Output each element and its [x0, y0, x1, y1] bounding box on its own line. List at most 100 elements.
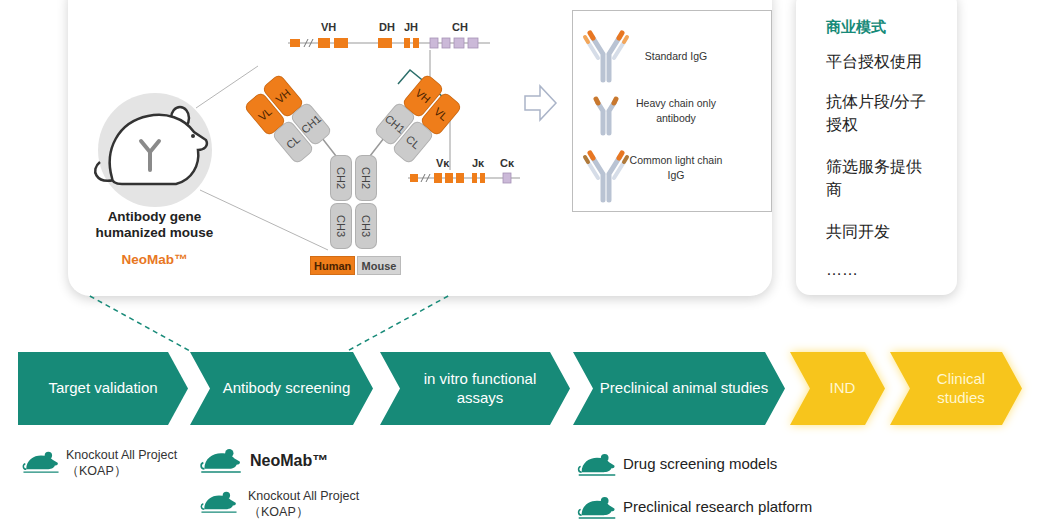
chevron-fill — [380, 352, 570, 425]
gene-segment — [378, 38, 392, 48]
step-label: Target validation — [38, 379, 168, 398]
gene-segment-label: JH — [404, 21, 418, 35]
format-box: Standard IgG Heavy chain only antibodyCom… — [572, 10, 772, 212]
legend-swatch: Human — [310, 256, 355, 275]
gene-segment — [472, 173, 477, 183]
dashed-connector — [90, 296, 192, 352]
gene-segment — [456, 173, 464, 183]
platform-panel: Antibody gene humanized mouseNeoMab™VHVL… — [68, 0, 772, 296]
mouse-body — [110, 115, 207, 184]
antibody-domain: CH3 — [330, 203, 352, 249]
antibody-domain: CH2 — [355, 155, 377, 201]
format-name: Heavy chain only antibody — [620, 96, 732, 125]
dashed-connector — [346, 296, 449, 352]
variable-tip — [590, 153, 622, 158]
list-item: 筛选服务提供商 — [826, 155, 934, 201]
mouse-icon — [579, 497, 616, 518]
step-label: Clinical studies — [915, 370, 1007, 408]
process-chevron: IND — [790, 352, 885, 425]
hollow-arrow — [525, 86, 556, 120]
gene-segment — [445, 173, 453, 183]
tool-label: NeoMab™ — [250, 451, 328, 471]
step-label: IND — [815, 379, 870, 398]
tool-label: Knockout All Project （KOAP） — [248, 489, 373, 520]
domain-label: CL — [284, 133, 302, 151]
gene-segment-label: VH — [321, 21, 336, 35]
mouse-icon — [23, 452, 58, 472]
gene-segment — [318, 38, 330, 48]
list-item: …… — [826, 258, 946, 281]
gene-segment — [503, 173, 511, 183]
gene-segment-label: DH — [379, 21, 395, 35]
legend-swatch: Mouse — [357, 256, 401, 275]
gene-segment — [480, 173, 485, 183]
gene-break — [421, 174, 430, 182]
heavy-chain-only-icon — [596, 99, 616, 133]
tool-label: Knockout All Project （KOAP） — [66, 448, 191, 479]
platform-name: NeoMab™ — [92, 252, 217, 268]
mouse-antibody-icon — [141, 141, 159, 170]
gene-segment — [442, 38, 450, 48]
gene-segment — [290, 39, 300, 47]
format-name: Common light chain IgG — [620, 153, 732, 182]
business-model-panel: 商业模式平台授权使用抗体片段/分子授权筛选服务提供商共同开发…… — [796, 0, 957, 295]
process-chevron: in vitro functional assays — [380, 352, 570, 425]
leader-line — [200, 190, 328, 250]
gene-segment — [430, 38, 438, 48]
mouse-icon — [579, 454, 616, 475]
gene-segment — [434, 173, 442, 183]
domain-label: VL — [256, 105, 274, 123]
gene-segment — [404, 38, 410, 48]
tool-label: Preclinical research platform — [623, 498, 812, 517]
mouse-icon — [201, 449, 241, 472]
gene-segment — [410, 174, 418, 182]
domain-label: CH1 — [383, 112, 408, 135]
format-name: Standard IgG — [620, 49, 732, 64]
chevron-fill — [790, 352, 885, 425]
domain-label: CL — [404, 133, 422, 151]
variable-tip — [590, 33, 622, 38]
heavy-chain — [598, 103, 614, 133]
gene-segment-label: Vκ — [436, 157, 449, 171]
antibody-domain: CH3 — [355, 203, 377, 249]
chevron-fill — [190, 352, 373, 425]
process-chevron: Antibody screening — [190, 352, 373, 425]
legend-text: Human — [314, 260, 351, 272]
step-label: Preclinical animal studies — [598, 379, 770, 398]
gene-segment — [468, 38, 478, 48]
variable-tip — [596, 99, 616, 103]
process-chevron: Clinical studies — [890, 352, 1022, 425]
process-chevron: Target validation — [18, 352, 188, 425]
gene-segment — [413, 38, 419, 48]
mouse-eye — [191, 134, 195, 138]
gene-segment — [334, 38, 348, 48]
light-chain — [588, 42, 624, 58]
variable-tip — [585, 157, 627, 162]
gene-segment-label: Cκ — [500, 157, 514, 171]
domain-label: VH — [413, 86, 432, 105]
list-item: 共同开发 — [826, 220, 946, 243]
gene-break — [304, 39, 313, 47]
domain-label: CH2 — [360, 167, 372, 189]
panel-heading: 商业模式 — [826, 17, 946, 37]
mouse-caption: Antibody gene humanized mouse — [92, 209, 217, 241]
process-chevron: Preclinical animal studies — [573, 352, 785, 425]
mouse-icon — [201, 492, 236, 512]
chevron-fill — [573, 352, 785, 425]
gene-segment — [454, 38, 464, 48]
common-light-chain-icon — [585, 153, 627, 200]
antibody-domain: CH2 — [330, 155, 352, 201]
gene-segment-label: Jκ — [472, 157, 484, 171]
domain-label: VH — [273, 86, 292, 105]
list-item: 抗体片段/分子授权 — [826, 90, 938, 136]
variable-tip — [585, 37, 627, 42]
domain-label: CH3 — [335, 215, 347, 237]
hinge-line — [322, 138, 384, 156]
domain-label: CH2 — [335, 167, 347, 189]
step-label: Antibody screening — [215, 379, 358, 398]
domain-label: CH1 — [299, 112, 324, 135]
standard-igg-icon — [585, 33, 627, 80]
domain-label: VL — [432, 105, 450, 123]
